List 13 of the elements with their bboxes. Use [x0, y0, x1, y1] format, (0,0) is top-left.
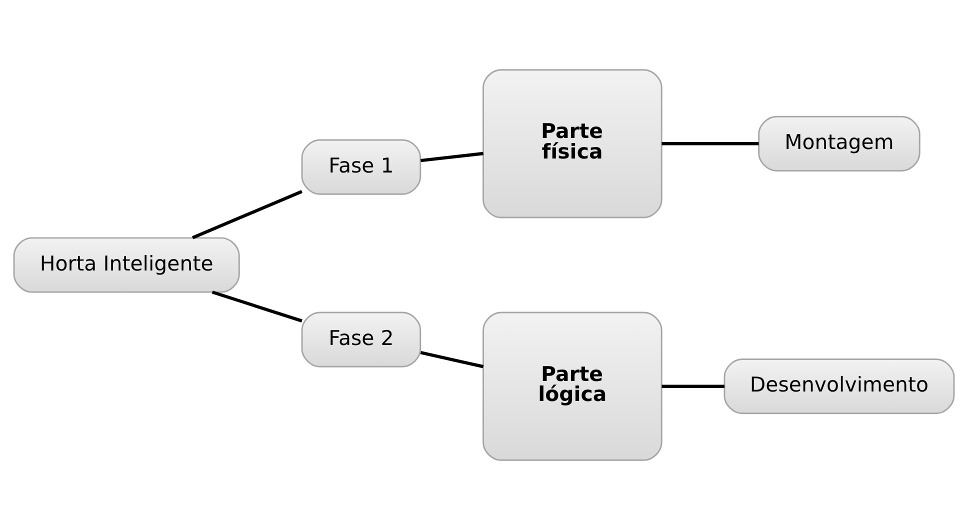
connector [662, 384, 724, 388]
node-box: Desenvolvimento [724, 358, 955, 414]
connector [192, 190, 302, 239]
connector [662, 142, 759, 145]
connector [420, 151, 484, 162]
node-box: Parte lógica [482, 311, 662, 460]
connector [212, 290, 302, 322]
node-box: Montagem [758, 115, 920, 171]
connector [420, 350, 484, 368]
node-box: Horta Inteligente [13, 236, 240, 292]
node-box: Parte física [482, 68, 662, 218]
node-box: Fase 1 [301, 138, 422, 194]
node-box: Fase 2 [301, 311, 422, 367]
